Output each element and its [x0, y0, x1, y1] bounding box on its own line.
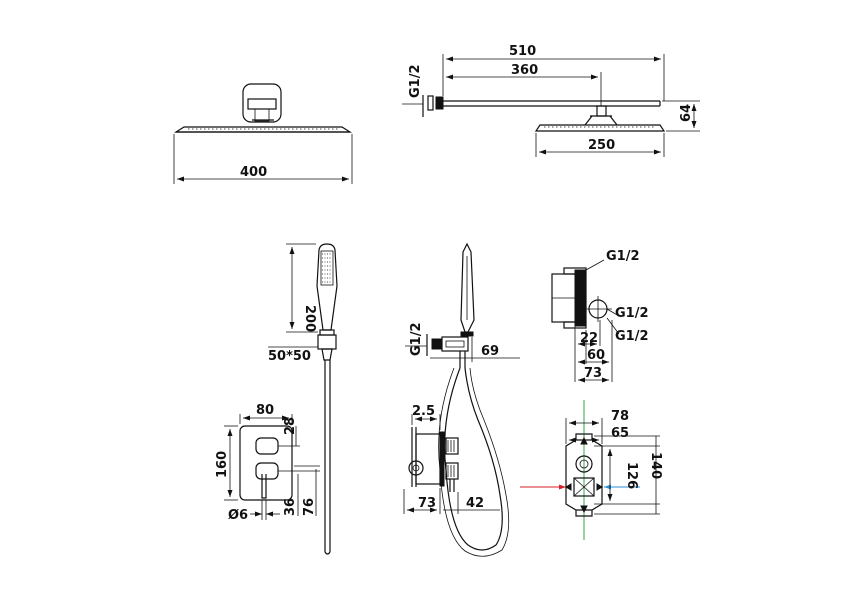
dim-valve-140: 140: [648, 452, 663, 479]
dim-head-width-side: 250: [588, 138, 615, 153]
dim-valve-73: 73: [584, 366, 602, 381]
dim-holder-size: 50*50: [268, 349, 311, 364]
cover-plate-view: 80 28 160 36 76 Ø6: [215, 403, 320, 523]
dim-plate-36: 36: [283, 498, 298, 516]
dim-head-offset: 360: [511, 63, 538, 78]
hose-outlet-view: 69 G1/2: [405, 242, 520, 557]
valve-front-view: 78 65 126 140: [520, 400, 663, 540]
label-valve-top-thread: G1/2: [606, 249, 640, 264]
label-arm-thread: G1/2: [408, 64, 423, 98]
valve-body-top-view: G1/2 G1/2 G1/2 22 60 73: [551, 249, 649, 383]
shower-arm-side-view: 510 360 250 64 G1/2: [402, 44, 700, 157]
label-valve-mid-thread: G1/2: [615, 306, 649, 321]
valve-side-view: 2.5 73 42: [403, 404, 500, 514]
dim-plate-height: 160: [215, 451, 230, 478]
dim-valve-60: 60: [587, 348, 605, 363]
dim-outlet-depth: 69: [481, 344, 499, 359]
shower-head-front-view: 400: [173, 83, 353, 184]
dim-arm-length: 510: [509, 44, 536, 59]
dim-arm-height: 64: [679, 104, 694, 122]
dim-plate-width: 80: [256, 403, 274, 418]
label-valve-bottom-thread: G1/2: [615, 329, 649, 344]
dim-hand-length: 200: [302, 305, 317, 332]
dim-valve-depth: 73: [418, 496, 436, 511]
dim-plate-76: 76: [302, 498, 317, 516]
dim-valve-78: 78: [611, 409, 629, 424]
dim-valve-65: 65: [611, 426, 629, 441]
dim-valve-protrusion: 42: [466, 496, 484, 511]
dim-valve-offset: 2.5: [412, 404, 435, 419]
dim-valve-22: 22: [580, 331, 598, 346]
dim-plate-hole: Ø6: [228, 508, 248, 523]
hand-shower-view: 200 50*50: [268, 243, 338, 555]
label-outlet-thread: G1/2: [409, 322, 424, 356]
dim-plate-28: 28: [283, 417, 298, 435]
dim-valve-126: 126: [624, 462, 639, 489]
dim-head-width: 400: [240, 165, 267, 180]
